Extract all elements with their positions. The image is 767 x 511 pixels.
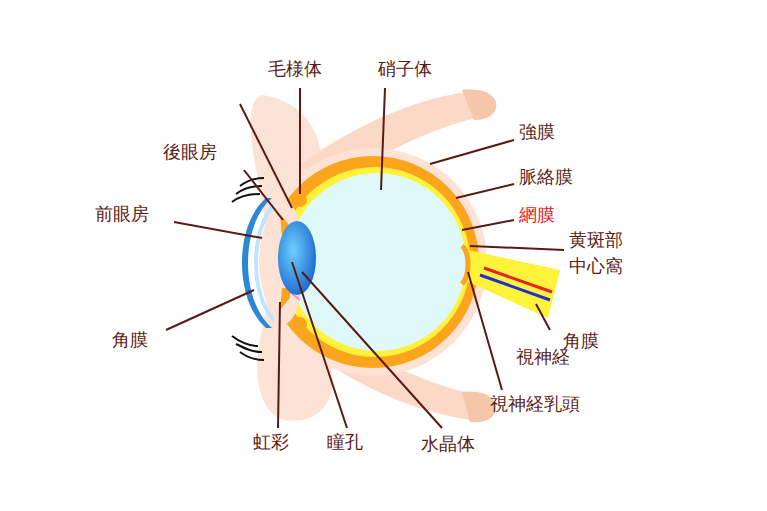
part-label: 後眼房 — [163, 139, 217, 165]
leader-line — [462, 220, 514, 230]
leader-line — [278, 302, 280, 428]
leader-line — [166, 290, 254, 330]
leader-line — [536, 304, 550, 330]
leader-line — [470, 246, 564, 250]
ciliary-body-lower — [293, 317, 307, 331]
leader-line — [299, 88, 301, 194]
leader-line — [292, 262, 347, 428]
leader-line — [302, 272, 442, 428]
part-label: 毛様体 — [268, 56, 322, 82]
leader-line — [244, 170, 283, 220]
upper-muscle-end — [462, 90, 496, 121]
part-label: 瞳孔 — [327, 429, 363, 455]
choroid — [267, 156, 479, 368]
part-label: 黄斑部 中心窩 — [569, 227, 628, 279]
part-label: 水晶体 — [421, 431, 475, 457]
leader-line — [456, 184, 514, 198]
leader-line — [174, 222, 262, 238]
part-label: 前眼房 — [95, 201, 149, 227]
leader-line — [381, 88, 385, 190]
lens — [278, 221, 316, 295]
part-label: 角膜 — [112, 327, 148, 353]
part-label: 硝子体 — [378, 56, 432, 82]
anterior-chamber — [256, 205, 274, 320]
part-label: 網膜 — [519, 202, 555, 228]
leader-lines — [166, 88, 564, 428]
leader-line — [468, 272, 502, 390]
eyelash-lower — [232, 336, 264, 360]
part-label: 視神経乳頭 — [490, 391, 580, 417]
part-label: 強膜 — [519, 119, 555, 145]
sclera — [259, 148, 487, 376]
leader-line — [240, 104, 292, 208]
optic-disc — [462, 246, 468, 284]
ciliary-body — [293, 193, 307, 207]
vein — [480, 275, 550, 300]
iris-lower — [280, 288, 290, 310]
part-label: 脈絡膜 — [519, 164, 573, 190]
part-label: 視神経 — [516, 344, 570, 370]
leader-line — [430, 140, 514, 164]
part-label: 虹彩 — [253, 429, 289, 455]
